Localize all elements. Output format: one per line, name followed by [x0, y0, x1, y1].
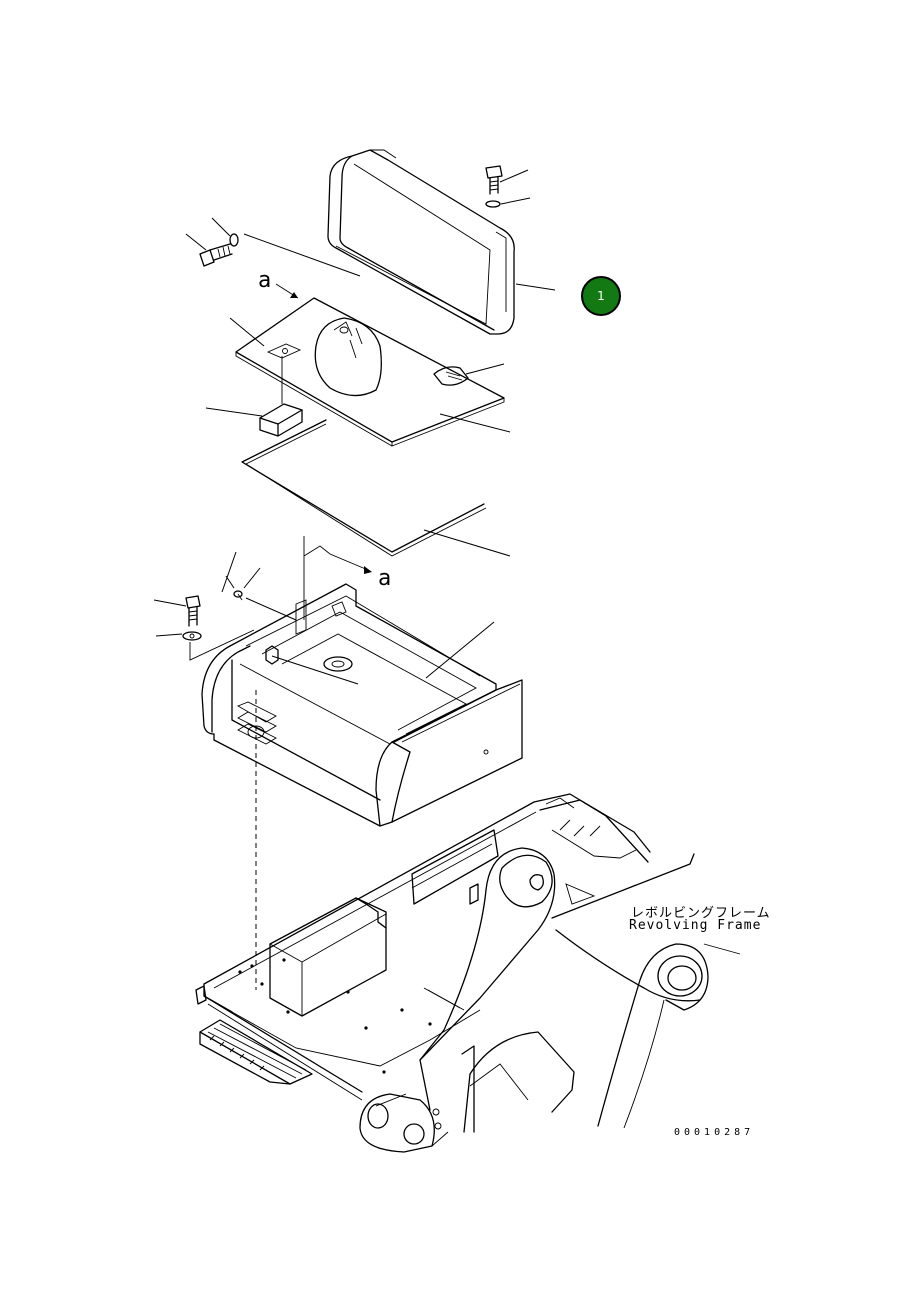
frame-label-japanese: レボルビングフレーム [631, 906, 771, 921]
frame-label-english: Revolving Frame [629, 918, 762, 933]
callout-number-1[interactable]: 1 [581, 276, 621, 316]
bolt-top-right [485, 165, 503, 195]
view-marker-a-top: a [258, 268, 272, 293]
washer-left [229, 233, 239, 247]
revolving-frame [195, 793, 741, 1153]
seat-plate [235, 297, 505, 447]
bolt-box [185, 595, 201, 627]
backrest-cushion [327, 149, 515, 335]
view-marker-a-bottom: a [378, 566, 392, 591]
washer-top-right [485, 200, 501, 208]
gasket-sheet [241, 419, 487, 557]
seat-box [201, 583, 523, 827]
spacer-block [259, 403, 303, 437]
washer-box [182, 631, 202, 641]
drawing-number: 00010287 [674, 1127, 755, 1138]
bolt-left [199, 243, 233, 267]
